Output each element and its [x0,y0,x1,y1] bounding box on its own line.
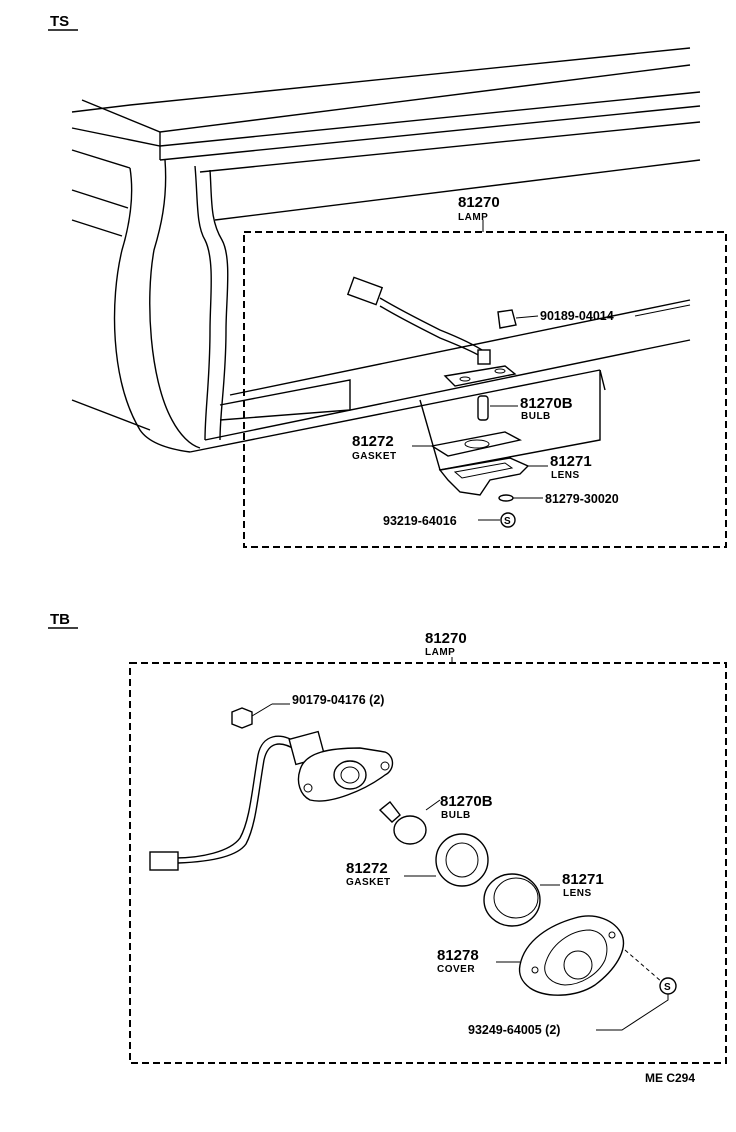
ts-bulb-icon [477,395,489,421]
tb-gasket-name: GASKET [346,877,391,888]
tb-screw-part-number: 93249-64005 (2) [468,1023,560,1037]
tb-lens-icon [483,873,541,927]
tb-socket-assembly [288,730,394,802]
tb-lamp-assembly-box [129,662,727,1064]
ts-bulb-name: BULB [521,411,551,422]
tb-lens-number: 81271 [562,871,604,888]
tb-cover-name: COVER [437,964,475,975]
tb-bulb-number: 81270B [440,793,493,810]
ts-screw-part-number: 90189-04014 [540,309,614,323]
truck-bed-illustration [71,47,701,471]
ts-washer-part-number: 81279-30020 [545,492,619,506]
ts-bulb-number: 81270B [520,395,573,412]
ts-s-mark-icon [500,512,516,528]
section-tag-tb: TB [50,611,70,628]
tb-lamp-number: 81270 [425,630,467,647]
tb-s-mark: S [664,982,671,993]
ts-gasket-name: GASKET [352,451,397,462]
ts-lens-number: 81271 [550,453,592,470]
section-tag-ts: TS [50,13,69,30]
ts-lamp-number: 81270 [458,194,500,211]
ts-screw-icon [497,309,517,329]
tb-gasket-icon [435,833,489,887]
ts-s-mark: S [504,516,511,527]
ts-gasket-number: 81272 [352,433,394,450]
tb-grommet-part-number: 90179-04176 (2) [292,693,384,707]
tb-lamp-name: LAMP [425,647,455,658]
ts-lamp-assembly-box [243,231,727,548]
ts-lens-icon [438,457,530,496]
ts-washer-icon [498,494,514,502]
ts-wire-harness [346,276,491,365]
tb-connector-icon [149,851,179,871]
ts-lens-name: LENS [551,470,580,481]
ts-gasket-icon [430,431,522,457]
tb-lens-name: LENS [563,888,592,899]
tb-bulb-icon [378,801,427,845]
tb-grommet-icon [231,707,253,729]
tb-wire [174,735,301,859]
ts-lamp-name: LAMP [458,212,488,223]
tb-cover-icon [518,915,625,996]
diagram-code: ME C294 [645,1071,695,1085]
tb-cover-number: 81278 [437,947,479,964]
ts-screw2-part-number: 93219-64016 [383,514,457,528]
tb-bulb-name: BULB [441,810,471,821]
tb-gasket-number: 81272 [346,860,388,877]
